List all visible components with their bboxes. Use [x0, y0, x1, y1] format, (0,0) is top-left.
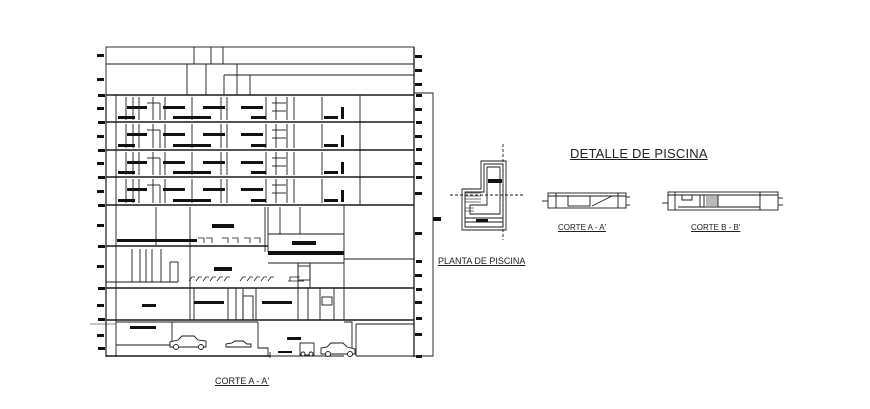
- pool-plan-fill-a: [488, 179, 502, 183]
- bracket-marker: [433, 217, 441, 221]
- pool-plan-fill-b: [476, 219, 488, 222]
- fills-floor-2: [118, 133, 344, 147]
- level-markers-right: [415, 55, 422, 358]
- pool-section-a-label: CORTE A - A': [558, 223, 607, 232]
- height-dimension-bracket: [414, 92, 434, 357]
- pool-section-b-label: CORTE B - B': [691, 223, 741, 232]
- parked-cars: [169, 335, 356, 357]
- pool-section-a: [542, 192, 630, 209]
- pool-steps: [465, 192, 481, 212]
- building-section-a-a: [90, 46, 415, 358]
- fills-floor-3: [118, 161, 344, 174]
- seating: [188, 237, 304, 282]
- car-2: [225, 340, 252, 348]
- car-4: [320, 342, 356, 357]
- main-section-label: CORTE A - A': [215, 376, 270, 386]
- pool-detail-title: DETALLE DE PISCINA: [570, 146, 708, 161]
- unit-floor-3: [125, 152, 323, 175]
- pool-plan: [450, 144, 525, 240]
- car-3: [299, 342, 315, 357]
- pool-section-b: [662, 191, 783, 211]
- fills-floor-4: [118, 188, 344, 202]
- pool-plan-label: PLANTA DE PISCINA: [438, 256, 526, 266]
- fills-floor-1: [118, 106, 344, 119]
- furniture-fills: [117, 106, 344, 353]
- car-1: [169, 335, 207, 350]
- level-markers-left: [97, 54, 105, 350]
